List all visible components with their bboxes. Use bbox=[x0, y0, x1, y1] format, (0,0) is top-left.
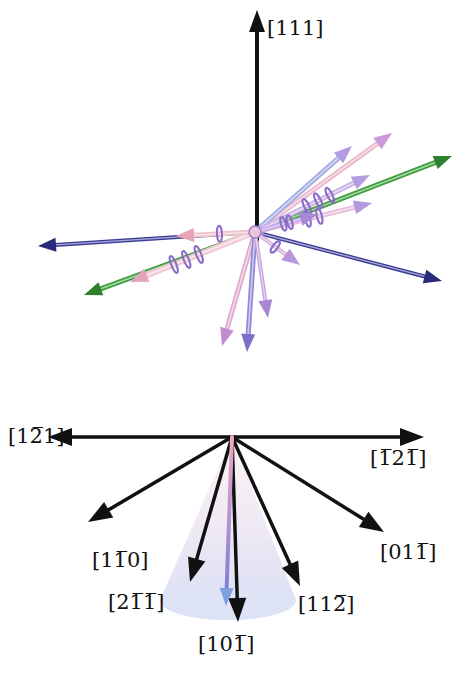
direction-label: [11̅0] bbox=[92, 548, 148, 573]
orientation-arrow-head bbox=[299, 212, 318, 225]
direction-arrow-head bbox=[228, 598, 246, 622]
orientation-arrow-shaft bbox=[255, 162, 436, 232]
orientation-arrow-head bbox=[334, 146, 352, 163]
direction-arrow-shaft bbox=[232, 437, 364, 520]
orientation-arrow-highlight bbox=[255, 207, 355, 232]
direction-arrow-head bbox=[400, 428, 424, 446]
rotation-ring bbox=[181, 250, 192, 269]
rotation-ring bbox=[324, 187, 336, 204]
direction-arrow-head bbox=[188, 556, 205, 582]
rotation-ring bbox=[312, 192, 324, 209]
orientation-arrow-head bbox=[433, 156, 452, 169]
orientation-arrow-head bbox=[373, 133, 392, 149]
direction-arrow-head bbox=[282, 560, 300, 586]
direction-arrow-head bbox=[88, 502, 113, 522]
orientation-arrow-highlight bbox=[147, 232, 255, 275]
direction-arrow-shaft bbox=[232, 435, 401, 439]
orientation-arrow-head bbox=[353, 201, 372, 215]
cluster-origin bbox=[249, 226, 261, 238]
orientation-arrow-highlight bbox=[248, 232, 255, 334]
direction-arrow-head bbox=[359, 512, 384, 532]
orientation-arrow-highlight bbox=[255, 144, 377, 232]
orientation-arrow-head bbox=[241, 334, 255, 352]
orientation-arrow-highlight bbox=[255, 232, 265, 300]
orientation-arrow-shaft bbox=[255, 157, 339, 232]
orientation-arrow-highlight bbox=[255, 232, 425, 276]
orientation-arrow-highlight bbox=[255, 162, 435, 232]
orientation-arrow-shaft bbox=[255, 183, 355, 232]
rotation-ring bbox=[269, 240, 281, 254]
orientation-arrow-head bbox=[176, 228, 194, 242]
direction-label: [12̅1] bbox=[8, 424, 64, 449]
direction-arrow-shaft bbox=[71, 435, 232, 439]
orientation-arrow-head bbox=[281, 249, 300, 265]
orientation-arrow-head bbox=[84, 282, 103, 295]
direction-label: [011̅] bbox=[380, 540, 436, 565]
orientation-arrow-head bbox=[351, 175, 370, 189]
arrow-cluster-3d bbox=[38, 10, 452, 352]
orientation-arrow-head bbox=[220, 327, 233, 346]
orientation-arrow-shaft bbox=[255, 143, 378, 232]
orientation-arrow-highlight bbox=[255, 158, 339, 232]
orientation-arrow-shaft bbox=[255, 232, 426, 277]
rotation-ring bbox=[315, 208, 324, 225]
orientation-arrow-highlight bbox=[194, 232, 255, 235]
measured-arrow-shaft bbox=[227, 437, 232, 589]
rotation-ring bbox=[168, 255, 179, 274]
orientation-arrow-highlight bbox=[255, 183, 354, 232]
direction-label: [1̅21̅] bbox=[370, 446, 426, 471]
orientation-arrow-shaft bbox=[255, 219, 302, 232]
orientation-arrow-head bbox=[258, 299, 272, 318]
orientation-arrow-shaft bbox=[248, 232, 255, 335]
orientation-arrow-shaft bbox=[255, 232, 265, 301]
axis-arrow-shaft bbox=[255, 31, 259, 240]
orientation-arrow-shaft bbox=[255, 207, 355, 232]
direction-label: [101̅] bbox=[198, 632, 254, 657]
rotation-ring bbox=[193, 245, 204, 264]
rotation-ring bbox=[217, 226, 223, 242]
direction-label: [21̅1̅] bbox=[108, 590, 164, 615]
direction-label: [111] bbox=[267, 16, 323, 41]
projection-arrows bbox=[48, 428, 424, 622]
orientation-arrow-shaft bbox=[193, 232, 255, 235]
orientation-arrow-head bbox=[130, 269, 149, 282]
rotation-ring bbox=[285, 215, 294, 230]
direction-label: [112̅] bbox=[298, 592, 354, 617]
axis-arrow-head bbox=[249, 10, 265, 32]
orientation-arrow-head bbox=[38, 238, 56, 252]
orientation-arrow-head bbox=[423, 270, 442, 284]
measured-arrow-head bbox=[220, 588, 234, 606]
orientation-arrow-shaft bbox=[146, 232, 255, 276]
